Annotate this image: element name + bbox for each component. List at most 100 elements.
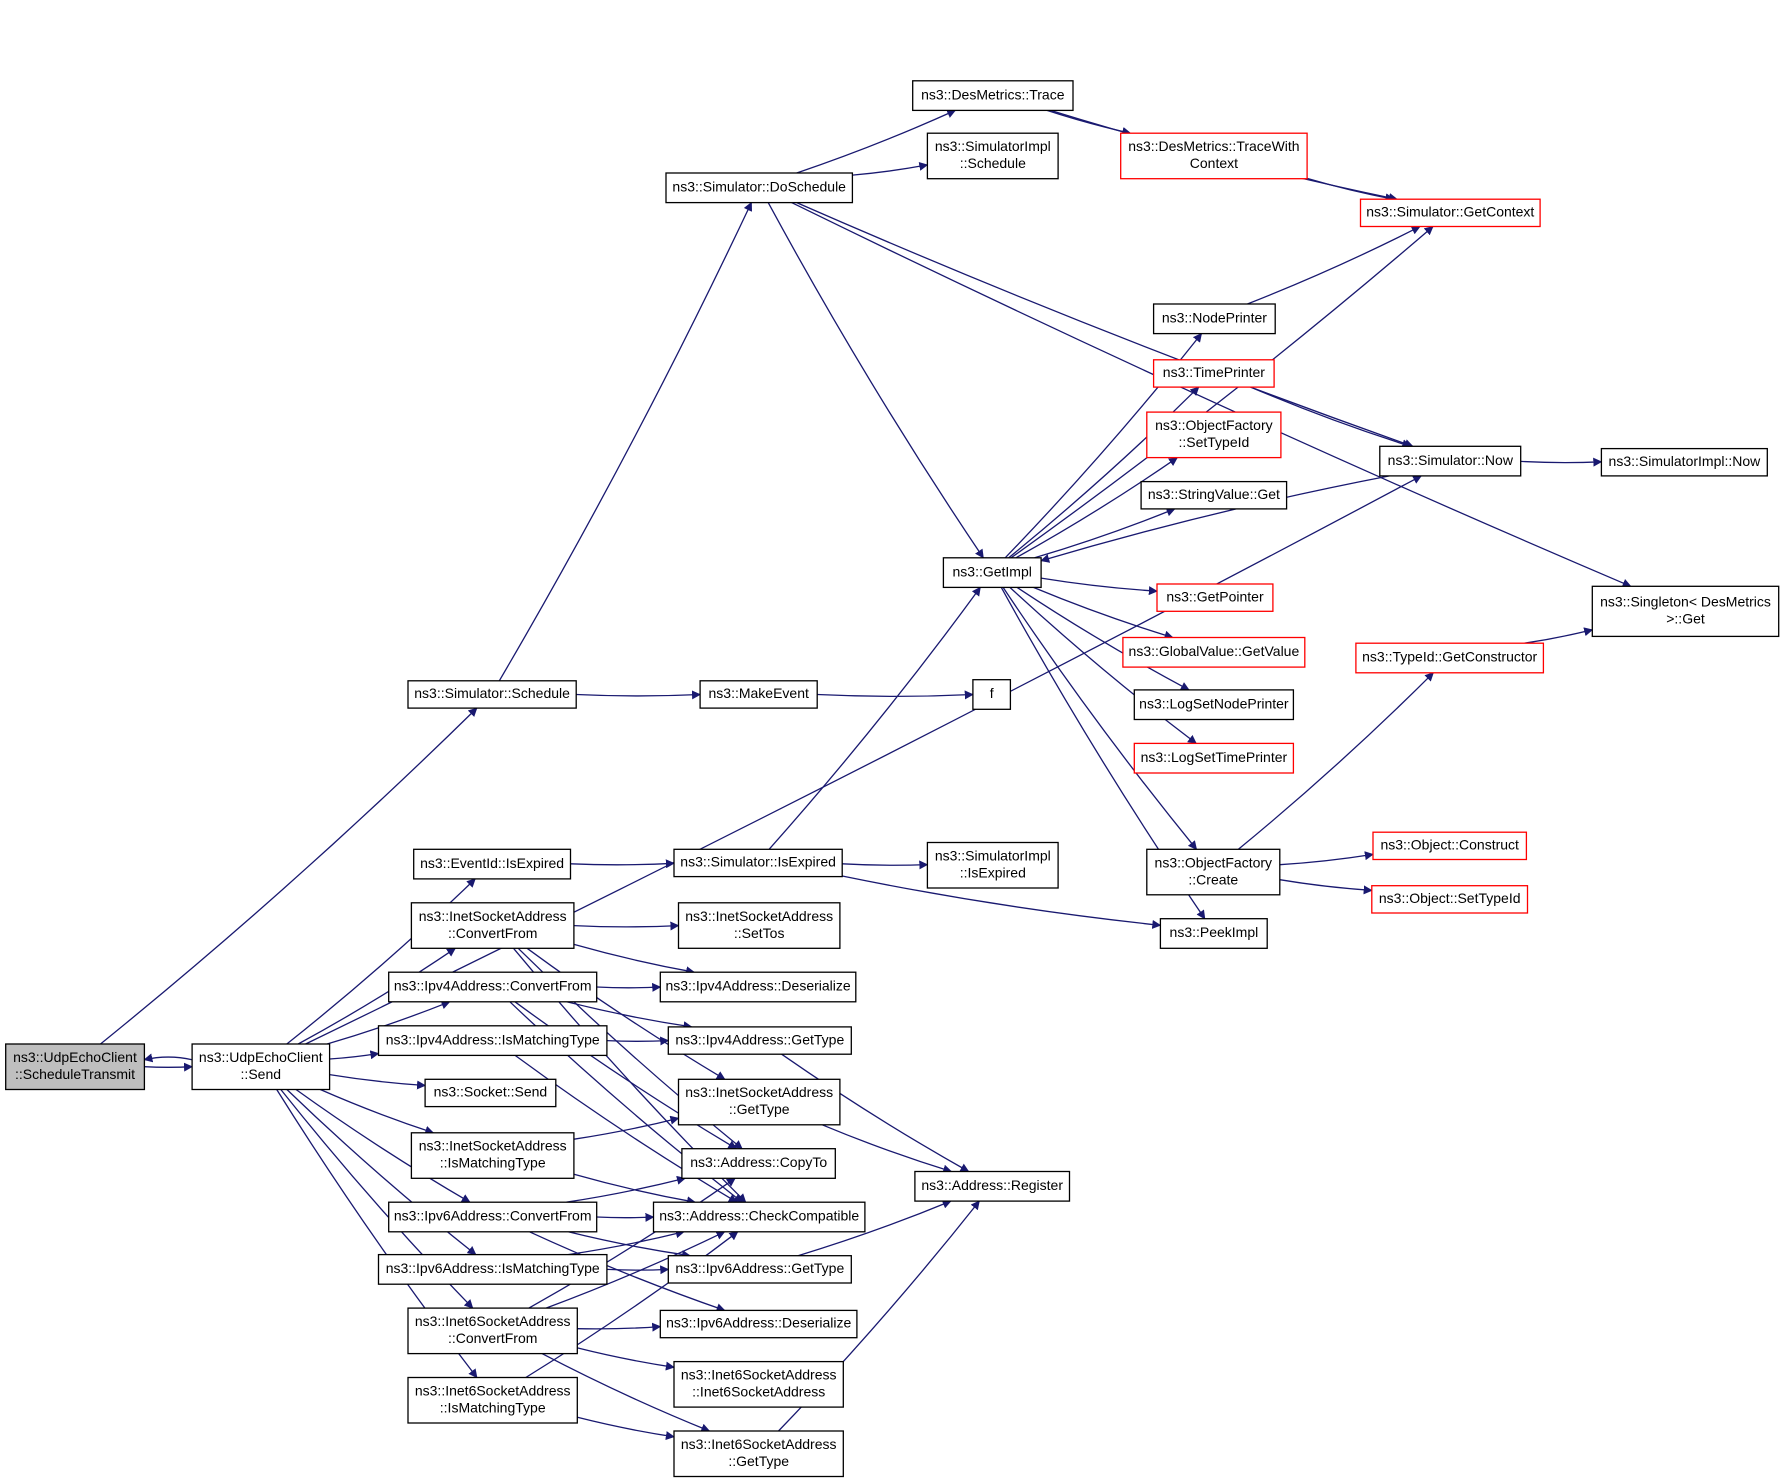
function-node-label: ns3::Ipv4Address::GetType xyxy=(675,1031,844,1047)
function-node-label: ns3::Ipv6Address::Deserialize xyxy=(666,1315,851,1331)
function-node-box xyxy=(677,902,841,949)
function-node-n7[interactable]: ns3::Simulator::GetContext xyxy=(1359,198,1541,228)
function-node-n10[interactable]: ns3::ObjectFactory::SetTypeId xyxy=(1146,411,1282,459)
function-node-label: ns3::InetSocketAddress xyxy=(685,1084,833,1100)
call-edge-n26-n20 xyxy=(1237,672,1434,850)
function-node-n39[interactable]: ns3::Address::CopyTo xyxy=(681,1148,836,1179)
call-edge-n41-n42 xyxy=(596,1212,655,1222)
call-edge-n1-n30 xyxy=(297,947,457,1045)
call-edge-n12-n16 xyxy=(1009,586,1197,744)
function-node-box xyxy=(677,1078,841,1126)
function-node-box xyxy=(1156,583,1274,612)
function-node-label: ::GetType xyxy=(728,1453,789,1469)
function-node-box xyxy=(5,1043,146,1091)
function-node-n14[interactable]: ns3::GlobalValue::GetValue xyxy=(1122,636,1306,668)
function-node-n44[interactable]: ns3::Ipv6Address::GetType xyxy=(667,1255,852,1284)
function-node-n16[interactable]: ns3::LogSetTimePrinter xyxy=(1133,742,1295,774)
call-edge-n30-n37 xyxy=(526,947,726,1080)
call-edge-n3-n19 xyxy=(791,202,1632,588)
function-node-n34[interactable]: ns3::Ipv4Address::IsMatchingType xyxy=(377,1025,608,1057)
function-node-n47[interactable]: ns3::Inet6SocketAddress::Inet6SocketAddr… xyxy=(673,1360,844,1408)
function-node-n11[interactable]: ns3::StringValue::Get xyxy=(1140,480,1288,510)
function-node-label: ns3::Simulator::Schedule xyxy=(414,685,570,701)
function-node-n13[interactable]: ns3::GetPointer xyxy=(1156,583,1274,612)
function-node-label: ns3::SimulatorImpl xyxy=(935,847,1051,863)
call-edge-n6-n7 xyxy=(1306,177,1395,203)
function-node-n5[interactable]: ns3::SimulatorImpl::Schedule xyxy=(926,132,1059,180)
function-node-box xyxy=(1140,480,1288,510)
function-node-n43[interactable]: ns3::Ipv6Address::IsMatchingType xyxy=(377,1253,608,1285)
call-edge-line xyxy=(596,982,662,992)
function-node-n48[interactable]: ns3::Inet6SocketAddress::IsMatchingType xyxy=(407,1376,578,1424)
call-edge-line xyxy=(1010,226,1434,559)
function-node-box xyxy=(912,80,1074,112)
function-node-n21[interactable]: ns3::MakeEvent xyxy=(699,680,818,709)
function-node-n12[interactable]: ns3::GetImpl xyxy=(942,557,1042,589)
function-node-n4[interactable]: ns3::DesMetrics::Trace xyxy=(912,80,1074,112)
function-node-n15[interactable]: ns3::LogSetNodePrinter xyxy=(1133,689,1295,721)
call-edge-n1-n43 xyxy=(286,1089,477,1256)
call-edge-line xyxy=(577,1416,675,1441)
call-edge-line xyxy=(1306,177,1395,203)
function-node-label: ns3::UdpEchoClient xyxy=(199,1049,323,1065)
function-node-n25[interactable]: ns3::SimulatorImpl::IsExpired xyxy=(926,841,1059,889)
call-edge-line xyxy=(1009,586,1197,744)
function-node-n36[interactable]: ns3::Socket::Send xyxy=(424,1078,557,1108)
function-node-n38[interactable]: ns3::InetSocketAddress::IsMatchingType xyxy=(410,1132,575,1179)
function-node-n1[interactable]: ns3::UdpEchoClient::Send xyxy=(191,1043,331,1091)
function-node-n8[interactable]: ns3::NodePrinter xyxy=(1152,303,1276,335)
call-edge-n1-n23 xyxy=(286,878,476,1045)
function-node-n23[interactable]: ns3::EventId::IsExpired xyxy=(413,848,572,880)
function-node-n3[interactable]: ns3::Simulator::DoSchedule xyxy=(665,172,854,204)
call-edge-n44-n40 xyxy=(797,1200,952,1257)
call-edge-n12-n13 xyxy=(1040,577,1158,596)
function-node-n22[interactable]: f xyxy=(972,679,1012,710)
function-node-n35[interactable]: ns3::Ipv4Address::GetType xyxy=(667,1026,852,1055)
call-edge-n17-n12 xyxy=(1040,475,1390,563)
function-node-n2[interactable]: ns3::Simulator::Schedule xyxy=(407,680,577,709)
function-node-label: ::Create xyxy=(1188,871,1238,887)
function-node-n42[interactable]: ns3::Address::CheckCompatible xyxy=(652,1201,866,1233)
function-node-n32[interactable]: ns3::Ipv4Address::ConvertFrom xyxy=(388,971,598,1003)
function-node-n29[interactable]: ns3::PeekImpl xyxy=(1159,918,1268,949)
call-edge-n24-n29 xyxy=(842,875,1162,929)
function-node-n45[interactable]: ns3::Inet6SocketAddress::ConvertFrom xyxy=(407,1307,578,1355)
function-node-n24[interactable]: ns3::Simulator::IsExpired xyxy=(673,848,843,878)
function-node-label: ns3::Simulator::GetContext xyxy=(1366,204,1534,220)
function-node-label: ns3::Ipv6Address::GetType xyxy=(675,1260,844,1276)
node-layer: ns3::UdpEchoClient::ScheduleTransmitns3:… xyxy=(5,80,1780,1478)
function-node-n37[interactable]: ns3::InetSocketAddress::GetType xyxy=(677,1078,841,1126)
function-node-n0[interactable]: ns3::UdpEchoClient::ScheduleTransmit xyxy=(5,1043,146,1091)
call-edge-n43-n44 xyxy=(606,1265,670,1275)
function-node-n20[interactable]: ns3::TypeId::GetConstructor xyxy=(1355,642,1545,674)
call-edge-n3-n5 xyxy=(852,161,929,176)
function-node-n19[interactable]: ns3::Singleton< DesMetrics>::Get xyxy=(1591,585,1780,638)
function-node-label: ns3::Ipv4Address::ConvertFrom xyxy=(394,978,592,994)
function-node-box xyxy=(914,1170,1071,1202)
function-node-n31[interactable]: ns3::InetSocketAddress::SetTos xyxy=(677,902,841,949)
function-node-n40[interactable]: ns3::Address::Register xyxy=(914,1170,1071,1202)
function-node-n49[interactable]: ns3::Inet6SocketAddress::GetType xyxy=(673,1430,844,1478)
function-node-n28[interactable]: ns3::Object::SetTypeId xyxy=(1371,885,1529,914)
call-edge-line xyxy=(573,943,696,976)
function-node-n9[interactable]: ns3::TimePrinter xyxy=(1152,359,1275,388)
function-node-label: ns3::InetSocketAddress xyxy=(685,908,833,924)
function-node-box xyxy=(377,1253,608,1285)
function-node-n27[interactable]: ns3::Object::Construct xyxy=(1372,831,1528,861)
function-node-n26[interactable]: ns3::ObjectFactory::Create xyxy=(1146,848,1281,896)
call-edge-line xyxy=(606,1036,670,1046)
call-edge-n26-n28 xyxy=(1279,879,1373,895)
function-node-n46[interactable]: ns3::Ipv6Address::Deserialize xyxy=(659,1309,858,1339)
function-node-n41[interactable]: ns3::Ipv6Address::ConvertFrom xyxy=(388,1201,598,1233)
function-node-n33[interactable]: ns3::Ipv4Address::Deserialize xyxy=(659,971,857,1003)
call-edge-line xyxy=(525,1231,739,1379)
function-node-n18[interactable]: ns3::SimulatorImpl::Now xyxy=(1600,447,1768,477)
function-node-n30[interactable]: ns3::InetSocketAddress::ConvertFrom xyxy=(410,902,575,949)
function-node-label: ns3::Inet6SocketAddress xyxy=(681,1436,837,1452)
function-node-n17[interactable]: ns3::Simulator::Now xyxy=(1379,445,1522,477)
function-node-label: ns3::Singleton< DesMetrics xyxy=(1600,594,1771,610)
call-edge-n45-n47 xyxy=(577,1347,675,1371)
call-edge-line xyxy=(566,1001,693,1031)
function-node-label: ns3::Object::SetTypeId xyxy=(1379,890,1521,906)
